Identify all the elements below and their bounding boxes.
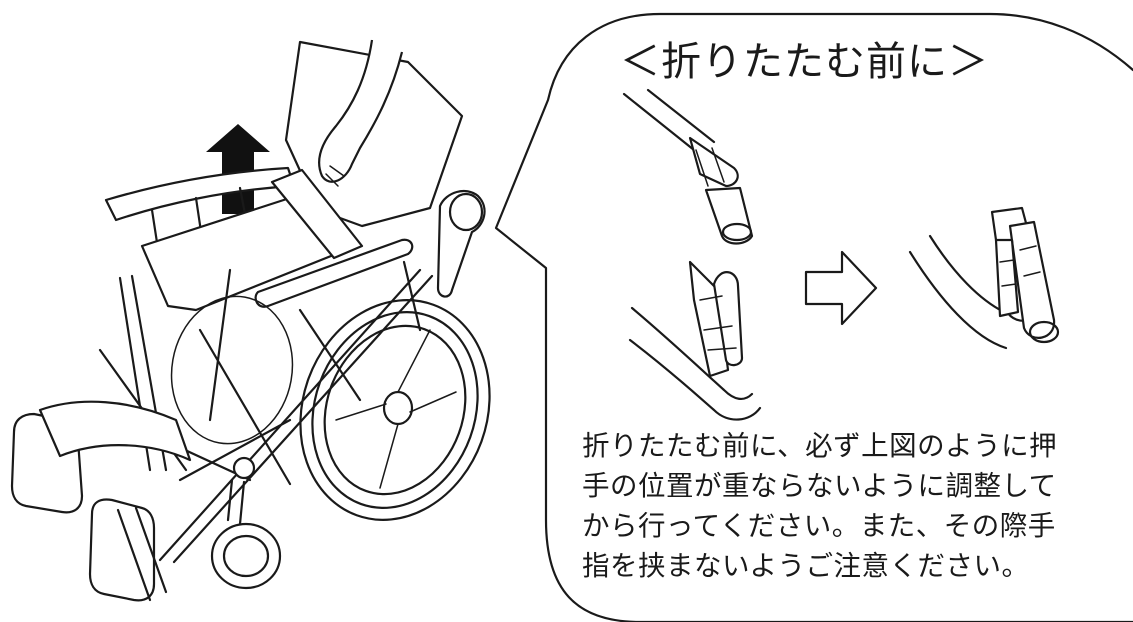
- hand: [318, 39, 404, 183]
- note-line: 手の位置が重ならないように調整して: [582, 470, 1057, 502]
- callout-outline: [494, 12, 1133, 622]
- adjusted-handles-detail: [908, 206, 1060, 350]
- seat-cushion: [140, 194, 348, 312]
- note-line: 折りたたむ前に、必ず上図のように押: [582, 430, 1058, 462]
- note-line: 指を挟まないようご注意ください。: [582, 550, 1030, 582]
- seat-strap: [270, 168, 364, 260]
- footrest-right: [88, 498, 156, 602]
- caution-note: 折りたたむ前に、必ず上図のように押 手の位置が重ならないように調整して から行っ…: [582, 426, 1058, 586]
- note-line: から行ってください。また、その際手: [582, 510, 1056, 542]
- arrow-right-icon: [804, 250, 878, 326]
- lower-handle-detail: [628, 260, 762, 421]
- callout-title: ＜折りたたむ前に＞: [620, 39, 989, 85]
- caster-wheel: [210, 456, 282, 590]
- leg-strap: [38, 400, 192, 462]
- upper-handle-detail: [622, 88, 754, 245]
- rear-wheel: [299, 299, 491, 521]
- armrest: [254, 238, 414, 308]
